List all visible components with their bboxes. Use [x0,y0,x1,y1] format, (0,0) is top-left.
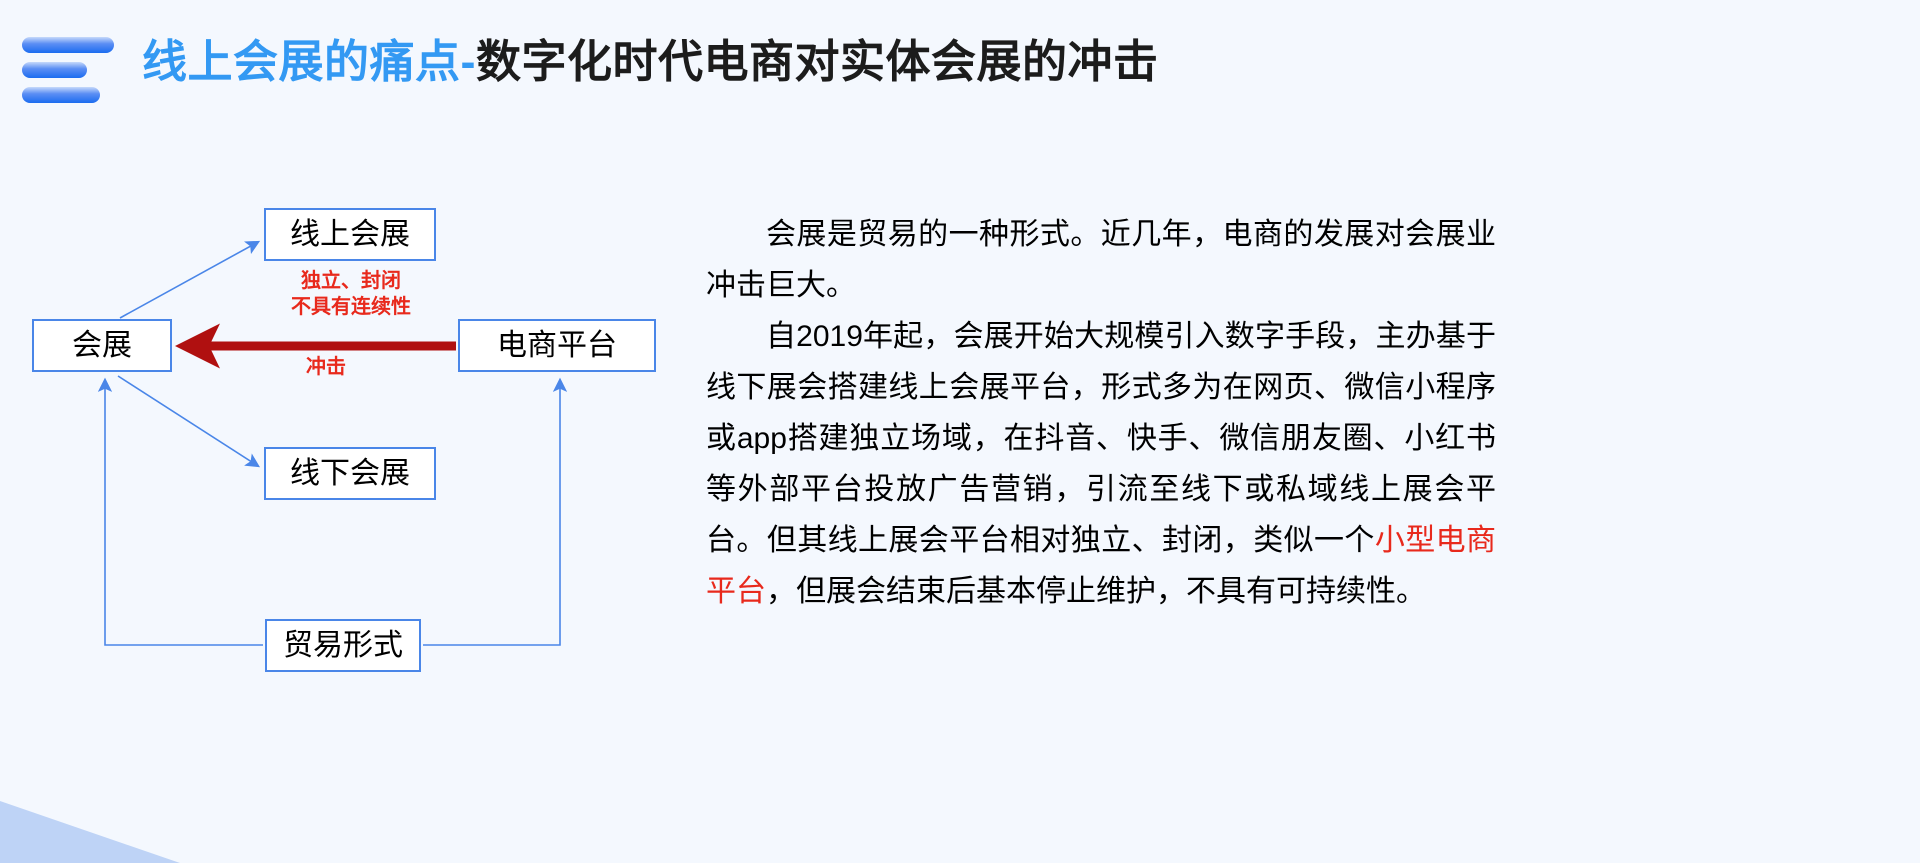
body-paragraph-1: 会展是贸易的一种形式。近几年，电商的发展对会展业冲击巨大。 [706,218,1496,302]
hamburger-bar-1 [22,37,114,53]
diagram-node-ecom[interactable]: 电商平台 [458,319,656,372]
hamburger-bar-3 [22,87,100,103]
diagram-node-online-label: 线上会展 [290,217,410,251]
annotation-closed: 独立、封闭 不具有连续性 [266,268,436,320]
edge-trade-to-ecom [423,377,568,646]
edge-hz-to-offline [117,375,261,468]
diagram-node-online[interactable]: 线上会展 [264,208,436,261]
diagram-node-hz-label: 会展 [72,328,132,362]
diagram-node-offline[interactable]: 线下会展 [264,447,436,500]
diagram-node-hz[interactable]: 会展 [32,319,172,372]
edge-hz-to-online [119,240,261,319]
body-paragraph-2-part-b: ，但展会结束后基本停止维护，不具有可持续性。 [766,575,1426,608]
edge-trade-to-hz [97,377,263,646]
annotation-closed-line1: 独立、封闭 [301,270,401,292]
diagram-node-trade[interactable]: 贸易形式 [265,619,421,672]
body-text: 会展是贸易的一种形式。近几年，电商的发展对会展业冲击巨大。 自2019年起，会展… [706,209,1496,617]
diagram-node-offline-label: 线下会展 [290,456,410,490]
page-title-main: 数字化时代电商对实体会展的冲击 [476,36,1159,87]
annotation-impact: 冲击 [306,356,346,378]
page-title: 线上会展的痛点-数字化时代电商对实体会展的冲击 [142,31,1159,93]
hamburger-icon [22,37,138,103]
hamburger-bar-2 [22,62,87,78]
body-paragraph-2: 自2019年起，会展开始大规模引入数字手段，主办基于线下展会搭建线上会展平台，形… [706,311,1496,617]
page-title-accent: 线上会展的痛点- [142,36,476,87]
body-paragraph-2-highlight: 小型电商平台 [706,524,1497,608]
slide-header: 线上会展的痛点-数字化时代电商对实体会展的冲击 [0,0,1920,130]
relationship-diagram: 会展 线上会展 线下会展 电商平台 贸易形式 独立、封闭 不具有连续性 冲击 [0,150,700,710]
diagram-node-trade-label: 贸易形式 [283,628,403,662]
annotation-closed-line2: 不具有连续性 [291,296,411,318]
diagram-connectors [97,240,568,646]
body-paragraph-2-part-a: 自2019年起，会展开始大规模引入数字手段，主办基于线下展会搭建线上会展平台，形… [706,320,1496,557]
diagram-node-ecom-label: 电商平台 [497,328,617,362]
corner-decoration [0,801,180,863]
